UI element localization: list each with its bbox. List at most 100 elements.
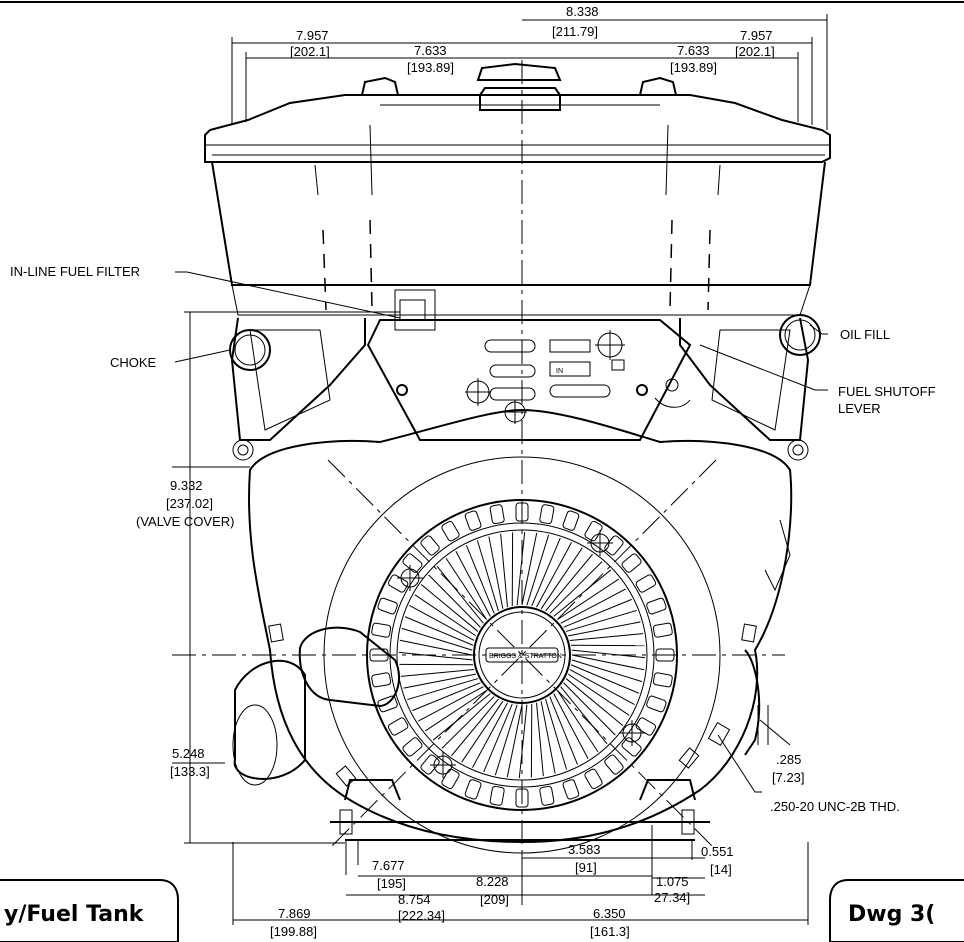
screen-slot xyxy=(377,597,398,615)
dim-7957-right: 7.957 xyxy=(740,28,773,43)
dim-193-89-left: [193.89] xyxy=(407,60,454,75)
screen-fin xyxy=(404,616,474,646)
dim-1075: 1.075 xyxy=(656,874,689,889)
screen-slot xyxy=(562,779,580,800)
screen-fin xyxy=(441,696,495,749)
dim-91: [91] xyxy=(575,860,597,875)
choke-knob xyxy=(229,329,271,371)
tab-right-label: Dwg 3( xyxy=(848,902,935,927)
screen-fin xyxy=(494,704,518,776)
screen-fin xyxy=(445,557,488,620)
callout-oil-fill: OIL FILL xyxy=(840,327,890,342)
tab-left[interactable]: y/Fuel Tank xyxy=(0,879,179,942)
dim-133-3: [133.3] xyxy=(170,764,210,779)
screen-fin xyxy=(403,673,476,689)
screen-fin xyxy=(476,540,499,612)
blower-housing: BRIGGS & STRATTON xyxy=(232,408,793,854)
screen-slot xyxy=(652,622,673,638)
screen-slot xyxy=(539,785,555,806)
screen-fin xyxy=(565,609,637,632)
screen-fin xyxy=(399,639,473,656)
screen-fin xyxy=(531,537,561,607)
dim-202-1-left: [202.1] xyxy=(290,44,330,59)
screen-fin xyxy=(567,673,630,716)
screen-fin xyxy=(436,565,484,624)
screen-fin xyxy=(569,633,644,641)
screen-fin xyxy=(432,693,491,741)
screen-slot xyxy=(387,574,409,593)
mounting-base xyxy=(330,779,710,841)
recoil-handle xyxy=(298,626,400,708)
screen-slot xyxy=(402,553,423,573)
screen-fin xyxy=(549,696,579,765)
dim-222-34: [222.34] xyxy=(398,908,445,923)
screen-fin xyxy=(553,693,589,759)
dim-237-02: [237.02] xyxy=(166,496,213,511)
screen-slot xyxy=(621,553,642,573)
dim-5248: 5.248 xyxy=(172,746,205,761)
leader-lines xyxy=(174,271,828,793)
screen-slot xyxy=(387,717,409,736)
dim-3583: 3.583 xyxy=(568,842,601,857)
screen-fin xyxy=(465,545,495,614)
screen-fin xyxy=(401,627,473,651)
dim-7633-right: 7.633 xyxy=(677,43,710,58)
screen-fin xyxy=(472,702,508,768)
dim-14: [14] xyxy=(710,862,732,877)
screen-slot xyxy=(489,785,505,806)
screen-fin xyxy=(569,669,635,705)
callout-labels: IN-LINE FUEL FILTER CHOKE OIL FILL FUEL … xyxy=(10,264,936,814)
dim-193-89-right: [193.89] xyxy=(670,60,717,75)
screen-fin xyxy=(488,536,504,609)
screen-fin xyxy=(414,594,477,637)
control-panel xyxy=(366,319,692,441)
screen-fin xyxy=(424,689,487,732)
screen-slot xyxy=(652,672,673,688)
screen-fin xyxy=(483,703,513,773)
dim-8338: 8.338 xyxy=(566,4,599,19)
screen-fin xyxy=(540,701,556,774)
screen-fin xyxy=(516,531,526,606)
dim-valve-cover: (VALVE COVER) xyxy=(136,514,234,529)
muffler xyxy=(233,659,306,780)
screen-fin xyxy=(518,704,528,779)
screen-slot xyxy=(621,737,642,757)
screen-slot xyxy=(464,779,482,800)
dim-202-1-right: [202.1] xyxy=(735,44,775,59)
callout-fuel-shutoff-lever: LEVER xyxy=(838,401,881,416)
tab-right[interactable]: Dwg 3( xyxy=(829,879,964,942)
screen-fin xyxy=(521,532,538,606)
dim-161-3: [161.3] xyxy=(590,924,630,939)
screen-fin xyxy=(420,584,479,632)
screen-fin xyxy=(506,704,523,778)
screen-fin xyxy=(400,669,475,677)
screen-fin xyxy=(553,569,612,617)
screen-fin xyxy=(556,690,599,753)
screen-fin xyxy=(557,578,620,621)
screen-slot xyxy=(646,695,667,713)
screen-fin xyxy=(409,605,475,641)
screen-slot xyxy=(371,672,392,688)
dim-7957-left: 7.957 xyxy=(296,28,329,43)
dim-8754: 8.754 xyxy=(398,892,431,907)
screen-slot xyxy=(371,622,392,638)
screen-slot xyxy=(635,574,657,593)
screen-fin xyxy=(412,682,481,712)
screen-fin xyxy=(451,698,499,757)
screen-slot xyxy=(441,520,460,542)
screen-slot xyxy=(402,737,423,757)
dim-8228: 8.228 xyxy=(476,874,509,889)
screen-fin xyxy=(540,547,583,610)
callout-thread: .250-20 UNC-2B THD. xyxy=(770,799,900,814)
dim-27-34: 27.34] xyxy=(654,890,690,905)
screen-fin xyxy=(565,678,624,726)
screen-fin xyxy=(560,686,608,745)
screen-slot xyxy=(539,504,555,525)
screen-fin xyxy=(549,561,603,614)
screen-fin xyxy=(536,702,544,777)
callout-choke: CHOKE xyxy=(110,355,157,370)
screen-slot xyxy=(420,535,440,556)
screen-fin xyxy=(563,598,632,628)
callout-fuel-shutoff: FUEL SHUTOFF xyxy=(838,384,936,399)
